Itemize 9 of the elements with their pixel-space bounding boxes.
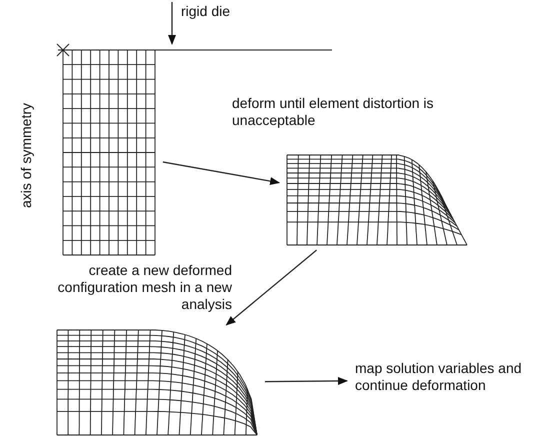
text-label: rigid die <box>181 3 230 20</box>
arrow <box>226 250 317 326</box>
arrow <box>162 161 280 186</box>
mesh-drawing <box>56 330 258 436</box>
arrow <box>265 376 348 385</box>
axis-label: axis of symmetry <box>18 103 34 208</box>
annotation-text: map solution variables and continue deformation <box>355 360 545 394</box>
mesh-drawing <box>62 50 156 256</box>
mesh-drawing <box>286 154 468 246</box>
